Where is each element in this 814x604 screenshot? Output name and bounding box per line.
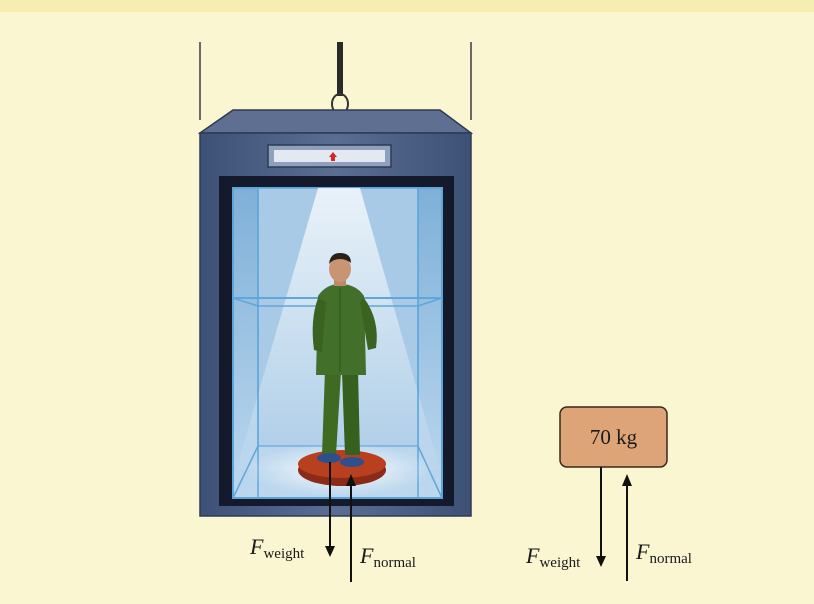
- mass-label: 70 kg: [560, 407, 667, 467]
- support-cables: [200, 42, 471, 120]
- box-weight-arrow: [596, 467, 606, 567]
- box-normal-label: Fnormal: [636, 541, 692, 567]
- floor-indicator: [268, 145, 391, 167]
- box-normal-arrow: [622, 474, 632, 581]
- elevator-normal-label: Fnormal: [360, 545, 416, 571]
- bathroom-scale: [298, 450, 386, 486]
- elevator-weight-label: Fweight: [250, 536, 304, 562]
- elevator-roof: [200, 110, 471, 133]
- box-weight-label: Fweight: [526, 545, 580, 571]
